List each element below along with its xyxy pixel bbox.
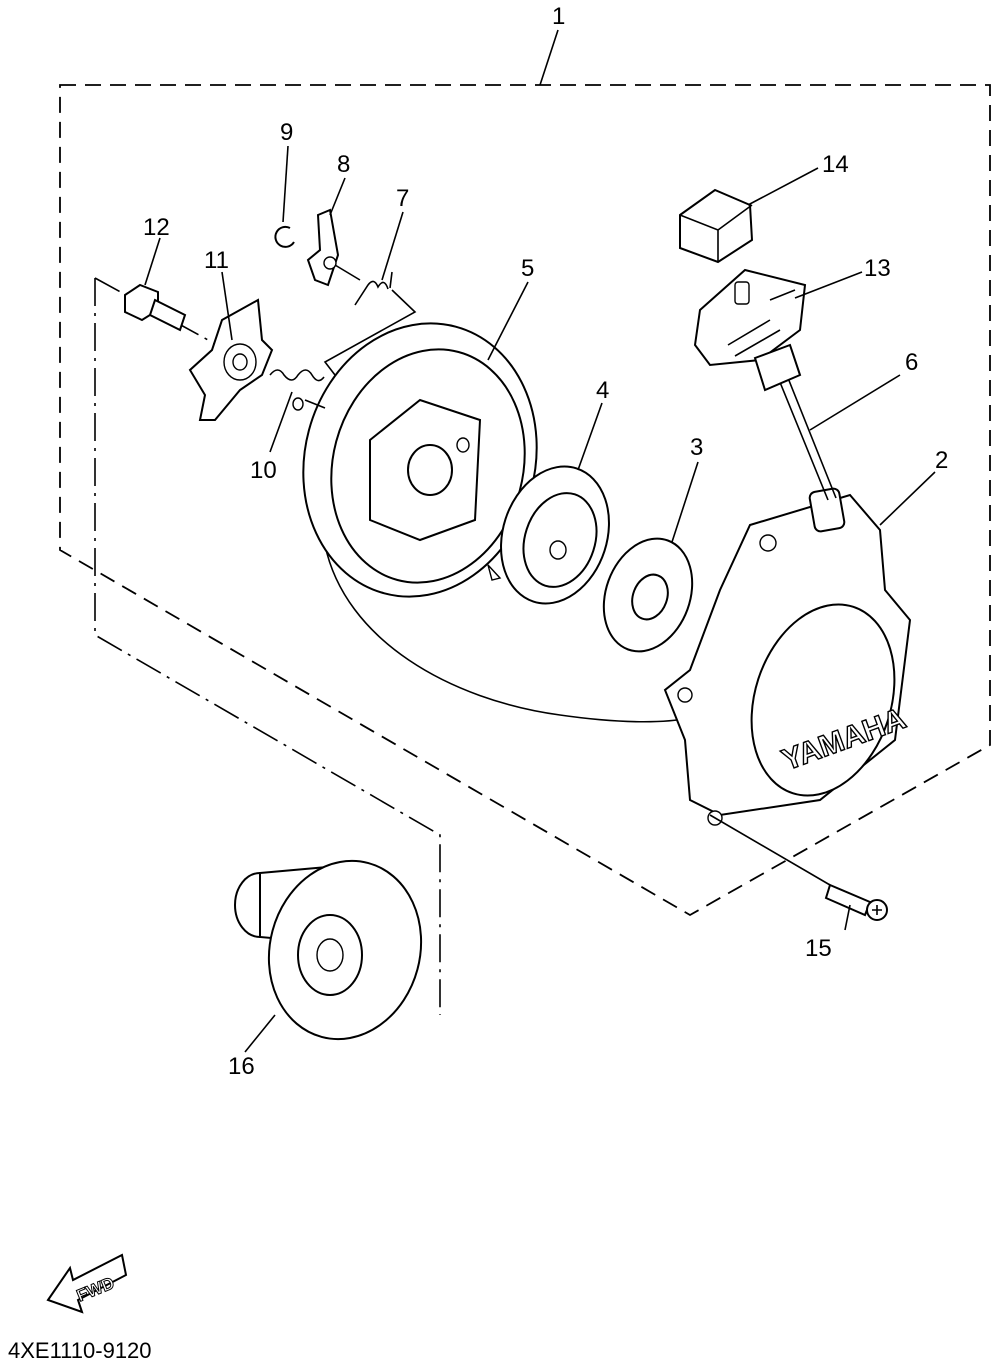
- forward-direction-arrow: FWD: [46, 1253, 128, 1314]
- leader-8: [329, 177, 346, 216]
- leader-9: [282, 145, 289, 223]
- leader-3: [671, 461, 699, 543]
- axis-line-plate: [304, 399, 326, 409]
- circlip-part: [274, 225, 295, 248]
- subassembly-boundary-dashdot: [94, 278, 441, 1015]
- leader-7: [381, 211, 404, 281]
- spring-case-part: [487, 465, 610, 605]
- leader-16: [244, 1014, 276, 1053]
- drive-plate-part: [188, 298, 274, 421]
- callout-7: 7: [396, 185, 409, 212]
- callout-12: 12: [143, 214, 170, 241]
- leader-2: [879, 471, 936, 526]
- callout-3: 3: [690, 434, 703, 461]
- callout-9: 9: [280, 119, 293, 146]
- spring-part-7: [354, 271, 393, 306]
- drawing-code: 4XE1110-9120: [8, 1338, 152, 1363]
- leader-14: [747, 167, 819, 206]
- leader-12: [144, 237, 161, 286]
- washer-part: [602, 537, 694, 653]
- callout-14: 14: [822, 151, 849, 178]
- leader-10: [269, 391, 293, 453]
- callout-13: 13: [864, 255, 891, 282]
- starter-cable-loop: [324, 544, 691, 723]
- leader-5: [487, 281, 529, 361]
- leader-13: [794, 271, 863, 299]
- callout-10: 10: [250, 457, 277, 484]
- bolt-part-15: [824, 883, 888, 921]
- axis-line-handle: [709, 814, 831, 886]
- callout-15: 15: [805, 935, 832, 962]
- leader-15: [844, 904, 851, 931]
- bolt-part-12: [124, 283, 187, 332]
- axis-line-pawl: [334, 264, 361, 281]
- subassembly-boundary-dashdot-2: [94, 277, 231, 353]
- assembly-boundary-dashed: [59, 84, 991, 917]
- pawl-part: [306, 208, 340, 287]
- handle-grip-part: [679, 188, 754, 264]
- starter-case-part: YAMAHA: [663, 487, 912, 826]
- callout-16: 16: [228, 1053, 255, 1080]
- leader-4: [577, 402, 603, 471]
- callout-2: 2: [935, 447, 948, 474]
- starter-drive-part: [234, 859, 423, 1041]
- axis-line-spring: [323, 289, 417, 376]
- callout-4: 4: [596, 377, 609, 404]
- starter-handle-part: [693, 268, 807, 392]
- callout-6: 6: [905, 349, 918, 376]
- starter-rope: [774, 369, 829, 501]
- callout-11: 11: [204, 247, 229, 274]
- leader-11: [221, 271, 233, 341]
- callout-8: 8: [337, 151, 350, 178]
- leader-6: [809, 374, 901, 431]
- starter-rope-2: [783, 367, 837, 499]
- spring-part-10: [269, 369, 325, 411]
- callout-5: 5: [521, 255, 534, 282]
- leader-1: [539, 29, 559, 86]
- callout-1: 1: [552, 3, 565, 30]
